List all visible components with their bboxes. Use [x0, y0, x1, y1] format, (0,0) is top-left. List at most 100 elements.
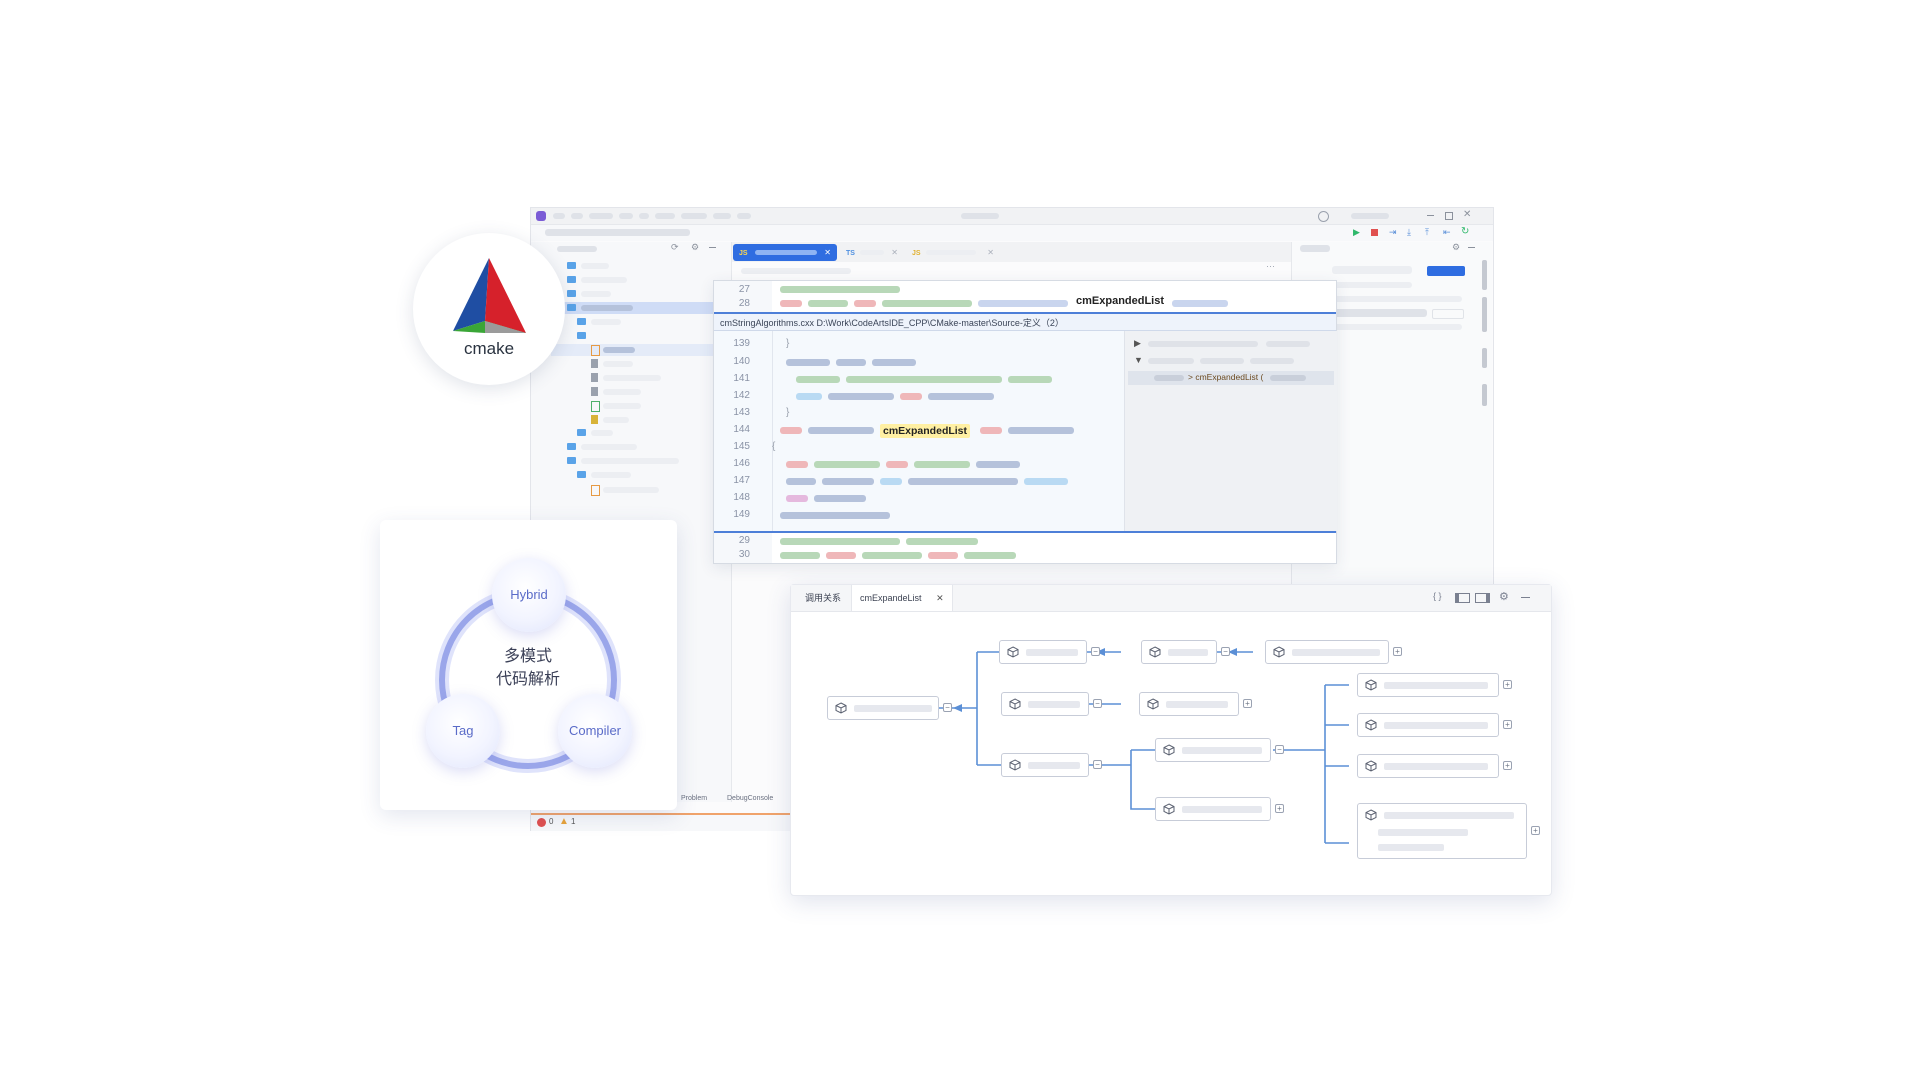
- maximize-icon[interactable]: [1445, 212, 1453, 220]
- braces-icon[interactable]: { }: [1433, 591, 1442, 601]
- tree-item[interactable]: [591, 430, 613, 436]
- tree-item[interactable]: [581, 263, 609, 269]
- tree-item[interactable]: [591, 472, 631, 478]
- close-icon[interactable]: ✕: [824, 248, 831, 257]
- file-icon[interactable]: [591, 415, 598, 424]
- graph-node[interactable]: [1141, 640, 1217, 664]
- menu-item[interactable]: [655, 213, 675, 219]
- minimize-icon[interactable]: [1427, 215, 1434, 216]
- tree-item-selected[interactable]: [551, 344, 731, 356]
- collapse-icon[interactable]: ▼: [1134, 355, 1143, 365]
- panel-tab-problem[interactable]: Problem: [681, 795, 708, 802]
- reference-item[interactable]: > cmExpandedList (: [1188, 372, 1264, 382]
- tree-item[interactable]: [603, 487, 659, 493]
- minimize-icon[interactable]: [1468, 247, 1475, 248]
- reference-item-selected[interactable]: [1128, 371, 1334, 385]
- gear-icon[interactable]: ⚙: [691, 242, 700, 252]
- menu-item[interactable]: [553, 213, 565, 219]
- tree-item[interactable]: [581, 458, 679, 464]
- scrollbar[interactable]: [1482, 297, 1487, 332]
- layout-right-icon[interactable]: [1475, 593, 1490, 603]
- expand-toggle[interactable]: +: [1275, 804, 1284, 813]
- collapse-toggle[interactable]: −: [1093, 760, 1102, 769]
- profile-name[interactable]: [1351, 213, 1389, 219]
- panel-toggle[interactable]: [1432, 309, 1464, 319]
- tab-call-hierarchy[interactable]: 调用关系: [805, 593, 842, 603]
- tree-item[interactable]: [603, 417, 629, 423]
- graph-node[interactable]: [1357, 713, 1499, 737]
- scrollbar[interactable]: [1482, 348, 1487, 368]
- tree-item[interactable]: [591, 319, 621, 325]
- tree-item[interactable]: [603, 347, 635, 353]
- tab[interactable]: TS ✕: [842, 244, 902, 261]
- file-icon[interactable]: [591, 387, 598, 396]
- reference-group[interactable]: [1148, 341, 1258, 347]
- close-icon[interactable]: ✕: [936, 593, 944, 603]
- folder-icon[interactable]: [567, 457, 576, 464]
- graph-node[interactable]: [1139, 692, 1239, 716]
- graph-node[interactable]: [999, 640, 1087, 664]
- folder-icon[interactable]: [567, 262, 576, 269]
- account-icon[interactable]: [1318, 211, 1329, 222]
- more-icon[interactable]: ···: [1266, 261, 1275, 271]
- expand-toggle[interactable]: +: [1243, 699, 1252, 708]
- graph-node-expanded[interactable]: [1357, 803, 1527, 859]
- panel-action-button[interactable]: [1427, 266, 1465, 276]
- collapse-icon[interactable]: [709, 247, 716, 248]
- menu-item[interactable]: [737, 213, 751, 219]
- collapse-toggle[interactable]: −: [1091, 647, 1100, 656]
- file-icon[interactable]: [591, 401, 600, 412]
- graph-node[interactable]: [1265, 640, 1389, 664]
- step-out-icon[interactable]: ⤒: [1425, 227, 1429, 237]
- expand-toggle[interactable]: +: [1503, 720, 1512, 729]
- tree-item[interactable]: [581, 277, 627, 283]
- folder-icon[interactable]: [567, 290, 576, 297]
- run-icon[interactable]: ▶: [1353, 227, 1360, 237]
- reference-group[interactable]: [1266, 341, 1310, 347]
- graph-node[interactable]: [1155, 738, 1271, 762]
- close-icon[interactable]: ✕: [1463, 209, 1472, 220]
- step-over-icon[interactable]: ⇥: [1389, 227, 1397, 237]
- tab[interactable]: JS ✕: [908, 244, 998, 261]
- step-into-icon[interactable]: ⤓: [1407, 227, 1411, 237]
- gear-icon[interactable]: ⚙: [1499, 591, 1509, 603]
- graph-node[interactable]: [1001, 692, 1089, 716]
- collapse-toggle[interactable]: −: [1093, 699, 1102, 708]
- minimize-icon[interactable]: [1521, 597, 1530, 598]
- refresh-icon[interactable]: ⟳: [671, 242, 679, 252]
- file-icon[interactable]: [591, 345, 600, 356]
- tree-item[interactable]: [581, 444, 637, 450]
- menu-item[interactable]: [681, 213, 707, 219]
- expand-toggle[interactable]: +: [1531, 826, 1540, 835]
- restart-icon[interactable]: ↻: [1461, 226, 1470, 237]
- expand-icon[interactable]: ▶: [1134, 338, 1141, 348]
- collapse-toggle[interactable]: −: [1275, 745, 1284, 754]
- scrollbar[interactable]: [1482, 260, 1487, 290]
- graph-node[interactable]: [1357, 754, 1499, 778]
- panel-tab-debug-console[interactable]: DebugConsole: [727, 795, 774, 802]
- reference-group[interactable]: [1250, 358, 1294, 364]
- reference-group[interactable]: [1148, 358, 1194, 364]
- file-icon[interactable]: [591, 485, 600, 496]
- tree-item[interactable]: [581, 305, 633, 311]
- graph-node-root[interactable]: [827, 696, 939, 720]
- menu-item[interactable]: [713, 213, 731, 219]
- reference-group[interactable]: [1200, 358, 1244, 364]
- folder-icon[interactable]: [577, 429, 586, 436]
- scrollbar[interactable]: [1482, 384, 1487, 406]
- folder-icon[interactable]: [567, 443, 576, 450]
- tree-item[interactable]: [603, 361, 633, 367]
- tab-symbol[interactable]: cmExpandeList ✕: [851, 585, 953, 611]
- highlight-symbol[interactable]: cmExpandedList: [1076, 295, 1165, 307]
- folder-icon[interactable]: [577, 332, 586, 339]
- stop-icon[interactable]: [1371, 229, 1378, 236]
- expand-toggle[interactable]: +: [1503, 761, 1512, 770]
- folder-icon[interactable]: [577, 318, 586, 325]
- tree-item[interactable]: [581, 291, 611, 297]
- tab-active[interactable]: JS ✕: [733, 244, 837, 261]
- folder-icon[interactable]: [567, 276, 576, 283]
- menu-item[interactable]: [589, 213, 613, 219]
- expand-toggle[interactable]: +: [1393, 647, 1402, 656]
- graph-node[interactable]: [1357, 673, 1499, 697]
- continue-icon[interactable]: ⇤: [1443, 227, 1451, 237]
